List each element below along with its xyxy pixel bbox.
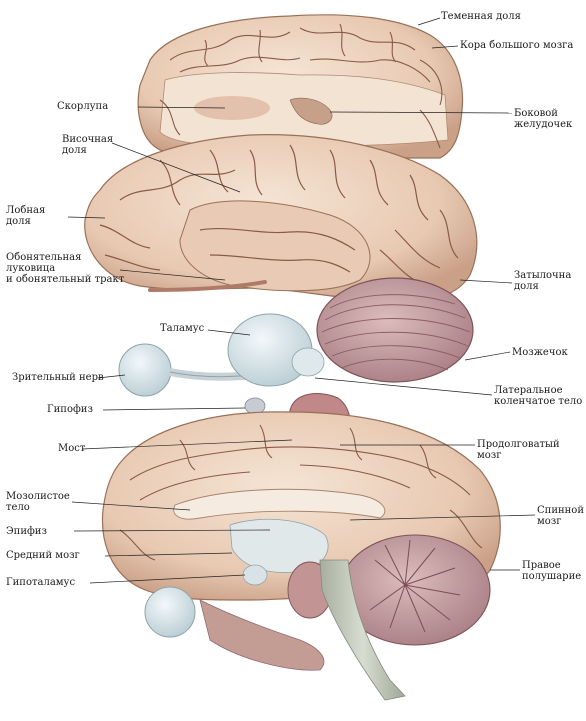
label-occipital-line1: Затылочна — [514, 270, 572, 281]
label-cerebral-cortex: Кора большого мозга — [460, 40, 574, 51]
label-olfactory-bulb: Обонятельная луковица и обонятельный тра… — [6, 252, 124, 285]
corpus-callosum — [173, 488, 386, 520]
label-temporal-lobe-line2: доля — [62, 145, 87, 156]
label-medulla-line2: мозг — [477, 450, 502, 461]
label-lateral-ventricle-line2: желудочек — [514, 119, 573, 130]
label-lateral-ventricle: Боковой желудочек — [514, 108, 572, 130]
leader-lines — [67, 17, 536, 584]
olfactory-bulb-tract — [148, 280, 267, 292]
label-hypothalamus: Гипоталамус — [6, 577, 76, 588]
label-olfactory-line3: и обонятельный тракт — [6, 274, 125, 285]
temporal-underside — [199, 599, 325, 671]
label-lateral-geniculate: Латеральное коленчатое тело — [494, 385, 582, 407]
label-temporal-lobe: Височная доля — [62, 134, 113, 156]
label-pineal: Эпифиз — [6, 526, 47, 537]
label-corpus-callosum-line2: тело — [6, 502, 30, 513]
cerebellum-lateral — [316, 277, 474, 383]
lateral-geniculate — [291, 347, 325, 377]
label-medulla-line1: Продолговатый — [477, 439, 560, 450]
lateral-brain-view — [84, 134, 478, 303]
label-optic-nerve: Зрительный нерв — [12, 372, 104, 383]
optic-globe — [118, 343, 172, 397]
label-right-hemisphere: Правое полушарие — [522, 560, 581, 582]
label-olfactory-line1: Обонятельная — [6, 252, 82, 263]
label-olfactory-line2: луковица — [6, 263, 56, 274]
label-spinal-cord-line1: Спинной — [537, 505, 584, 516]
medial-gyri — [119, 424, 483, 561]
label-lateral-ventricle-line1: Боковой — [514, 108, 558, 119]
label-corpus-callosum: Мозолистое тело — [6, 491, 70, 513]
label-spinal-cord-line2: мозг — [537, 516, 562, 527]
label-frontal-lobe-line2: доля — [6, 216, 31, 227]
label-corpus-callosum-line1: Мозолистое — [6, 491, 70, 502]
upper-gyri — [159, 23, 443, 149]
label-frontal-lobe-line1: Лобная — [6, 205, 46, 216]
label-right-hemisphere-line1: Правое — [522, 560, 561, 571]
label-occipital-lobe: Затылочна доля — [514, 270, 571, 292]
lateral-gyri — [99, 144, 459, 286]
hypothalamus-pituitary — [242, 564, 268, 586]
label-midbrain: Средний мозг — [6, 550, 80, 561]
label-frontal-lobe: Лобная доля — [6, 205, 45, 227]
label-cerebellum: Мозжечок — [512, 347, 568, 358]
label-spinal-cord: Спинной мозг — [537, 505, 584, 527]
brainstem-sagittal — [319, 559, 406, 701]
label-temporal-lobe-line1: Височная — [62, 134, 114, 145]
putamen — [194, 96, 270, 120]
label-medulla: Продолговатый мозг — [477, 439, 560, 461]
label-pituitary: Гипофиз — [47, 404, 93, 415]
optic-globe-lower — [144, 586, 196, 638]
label-thalamus: Таламус — [160, 323, 205, 334]
label-lgn-line2: коленчатое тело — [494, 396, 583, 407]
label-pons: Мост — [58, 443, 86, 454]
lateral-ventricle — [289, 97, 333, 125]
label-lgn-line1: Латеральное — [494, 385, 563, 396]
label-occipital-line2: доля — [514, 281, 539, 292]
label-parietal-lobe: Теменная доля — [441, 11, 521, 22]
label-putamen: Скорлупа — [57, 101, 109, 112]
sagittal-section — [101, 411, 501, 701]
arbor-vitae — [369, 539, 461, 633]
label-right-hemisphere-line2: полушарие — [522, 571, 582, 582]
